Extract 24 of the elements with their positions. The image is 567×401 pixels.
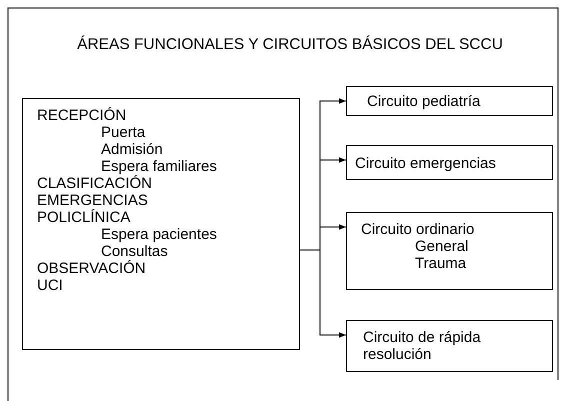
process-box — [22, 98, 300, 350]
box-text: Circuito emergencias — [355, 155, 496, 172]
process-box — [346, 86, 553, 116]
arrow — [300, 250, 346, 338]
box-text: EMERGENCIAS — [37, 192, 148, 209]
box-text: CLASIFICACIÓN — [37, 175, 152, 192]
box-text: POLICLÍNICA — [37, 209, 130, 226]
box-text: Circuito pediatría — [367, 93, 480, 110]
box-text: Puerta — [101, 124, 146, 141]
box-text: Espera familiares — [101, 158, 217, 175]
diagram-title: ÁREAS FUNCIONALES Y CIRCUITOS BÁSICOS DEL SCCU — [76, 36, 504, 53]
box-text: OBSERVACIÓN — [37, 260, 146, 277]
box-text: Espera pacientes — [101, 226, 217, 243]
box-text: Trauma — [415, 255, 466, 272]
process-box — [346, 212, 553, 290]
box-text: Consultas — [101, 243, 168, 260]
box-text: UCI — [37, 277, 63, 294]
box-text: Circuito de rápida resolución — [363, 329, 482, 363]
box-text: General — [415, 238, 468, 255]
process-box — [346, 320, 553, 372]
box-text: Circuito ordinario — [361, 221, 474, 238]
box-text: Admisión — [101, 141, 163, 158]
process-box — [346, 145, 553, 180]
box-text: RECEPCIÓN — [37, 107, 126, 124]
